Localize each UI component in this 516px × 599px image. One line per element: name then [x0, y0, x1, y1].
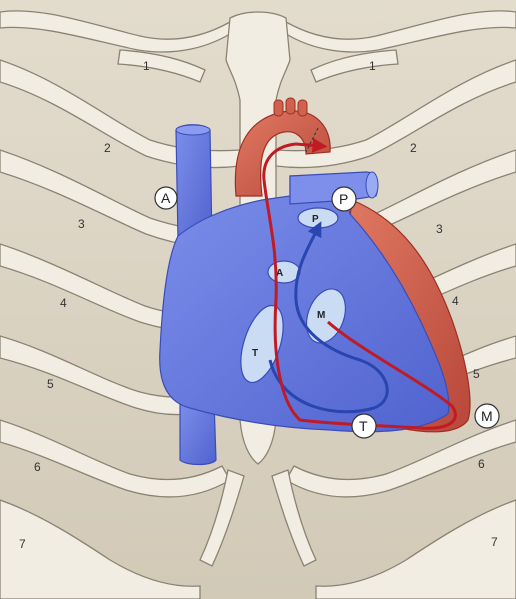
- aortic-area-label: A: [161, 190, 171, 206]
- right-rib-number-2: 2: [410, 141, 417, 155]
- brachiocephalic-branch: [273, 99, 284, 117]
- right-rib-number-4: 4: [452, 294, 459, 308]
- tricuspid-valve-label: T: [252, 348, 258, 359]
- left-rib-number-6: 6: [34, 460, 41, 474]
- left-rib-numbers: 1 2 3 4 5 6 7: [19, 59, 150, 551]
- mitral-area-marker: M: [474, 403, 500, 429]
- pulmonary-valve-label: P: [312, 214, 319, 225]
- right-rib-numbers: 1 2 3 4 5 6 7: [369, 59, 498, 549]
- left-rib-7: [0, 499, 201, 599]
- pulmonary-valve: P: [297, 207, 339, 229]
- left-rib-number-1: 1: [143, 59, 150, 73]
- left-rib-number-7: 7: [19, 537, 26, 551]
- aortic-area-marker: A: [154, 186, 178, 210]
- heart: P A M T: [159, 97, 471, 466]
- aortic-valve: A: [267, 260, 301, 284]
- venous-flow-path: [268, 221, 389, 414]
- pulmonary-trunk-opening: [365, 171, 379, 199]
- right-rib-2: [275, 59, 516, 169]
- svc-opening: [175, 124, 211, 136]
- carotid-branch: [285, 97, 296, 115]
- right-rib-number-3: 3: [436, 222, 443, 236]
- right-rib-number-5: 5: [473, 367, 480, 381]
- tricuspid-area-marker: T: [351, 413, 377, 439]
- right-rib-number-1: 1: [369, 59, 376, 73]
- right-rib-1: [310, 49, 399, 83]
- left-rib-1: [117, 49, 206, 83]
- aortic-dashed-line: [305, 127, 319, 153]
- aortic-arch: [234, 110, 331, 197]
- right-rib-number-6: 6: [478, 457, 485, 471]
- pulmonic-area-label: P: [339, 191, 348, 207]
- inferior-vena-cava: [179, 399, 217, 466]
- right-rib-7: [315, 499, 516, 599]
- left-rib-number-3: 3: [78, 217, 85, 231]
- costal-arch: [199, 469, 245, 567]
- subclavian-branch: [297, 99, 308, 117]
- arterial-flow-path: [262, 137, 457, 430]
- tricuspid-area-label: T: [359, 418, 368, 434]
- pulmonic-area-marker: P: [331, 186, 357, 212]
- costal-arch-right: [271, 469, 317, 567]
- right-rib-number-7: 7: [491, 535, 498, 549]
- left-rib-number-5: 5: [47, 377, 54, 391]
- aortic-valve-label: A: [276, 268, 283, 279]
- left-rib-number-2: 2: [104, 141, 111, 155]
- mitral-valve-label: M: [317, 310, 325, 321]
- mitral-area-label: M: [481, 408, 493, 424]
- left-rib-number-4: 4: [60, 296, 67, 310]
